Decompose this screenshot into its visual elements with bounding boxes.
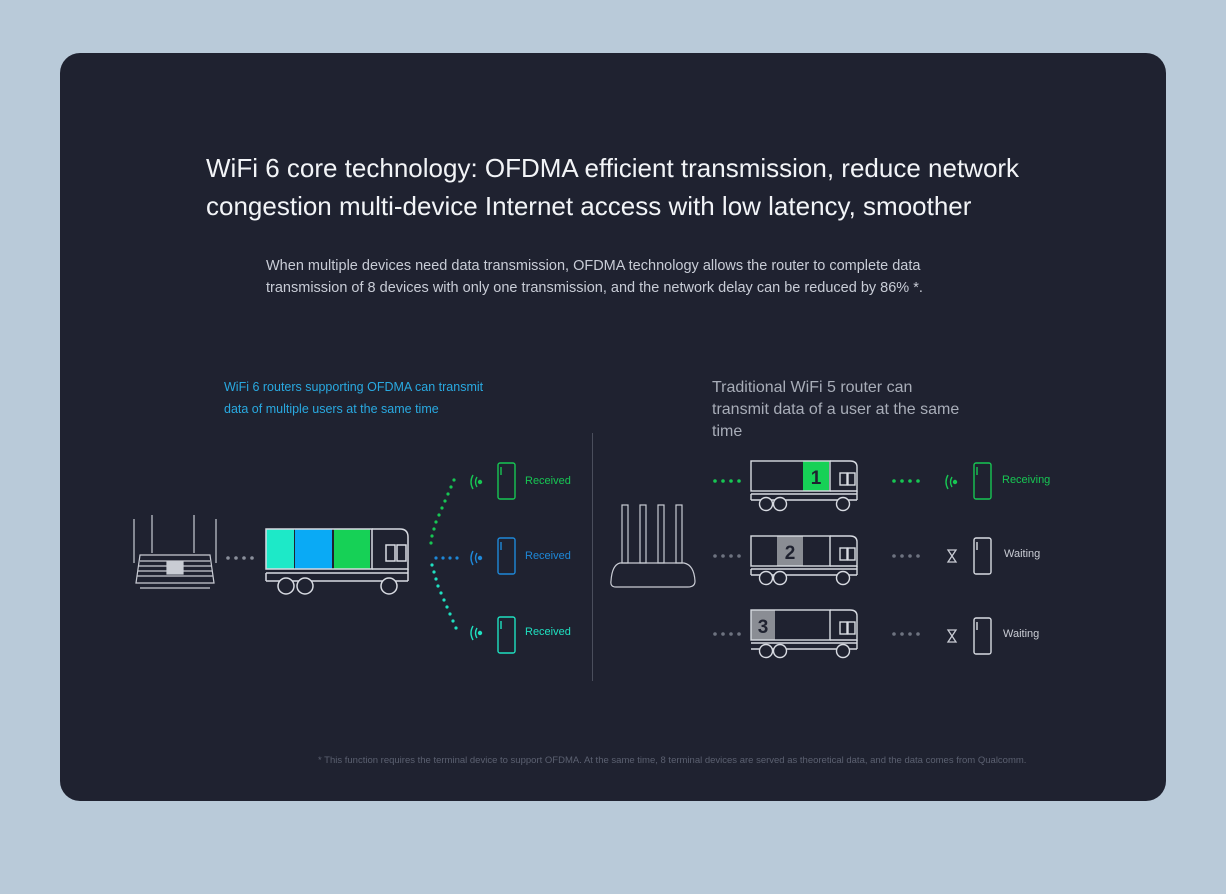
truck-number-1: 1 — [811, 468, 822, 489]
wifi6-device-3 — [470, 616, 516, 654]
wifi6-caption: WiFi 6 routers supporting OFDMA can tran… — [224, 380, 484, 416]
wifi6-router-icon — [133, 515, 217, 589]
truck-number-3: 3 — [758, 617, 769, 638]
phone-icon — [973, 462, 992, 500]
wifi5-row-1 — [713, 460, 992, 512]
wifi6-status-2: Received — [525, 550, 571, 562]
wifi5-router-icon — [610, 504, 696, 588]
feature-description: When multiple devices need data transmis… — [266, 258, 923, 296]
feature-heading: WiFi 6 core technology: OFDMA efficient … — [206, 153, 1020, 221]
wifi6-device-1 — [470, 462, 516, 500]
wifi5-status-1: Receiving — [1002, 474, 1051, 486]
link-dots — [226, 556, 254, 560]
wifi5-status-2: Waiting — [1004, 548, 1041, 560]
wifi6-status-1: Received — [525, 475, 571, 487]
wifi5-status-3: Waiting — [1003, 628, 1040, 640]
phone-icon — [973, 537, 992, 575]
phone-icon — [973, 617, 992, 655]
ofdma-feature-card: WiFi 6 core technology: OFDMA efficient … — [60, 53, 1166, 801]
wifi6-device-2 — [470, 537, 516, 575]
footnote: * This function requires the terminal de… — [318, 755, 1027, 766]
wifi6-status-3: Received — [525, 626, 571, 638]
wifi5-row-3 — [713, 609, 992, 659]
wifi5-caption: Traditional WiFi 5 router can transmit d… — [712, 379, 960, 440]
branch-dots — [429, 478, 459, 630]
wifi6-truck-icon — [265, 528, 409, 595]
wifi5-row-2 — [713, 535, 992, 586]
truck-number-2: 2 — [785, 543, 796, 564]
wifi-signal-icon — [945, 474, 958, 490]
hourglass-icon — [946, 549, 958, 563]
illustration: 1 2 3 — [133, 460, 992, 659]
section-divider — [592, 433, 593, 681]
hourglass-icon — [946, 629, 958, 643]
